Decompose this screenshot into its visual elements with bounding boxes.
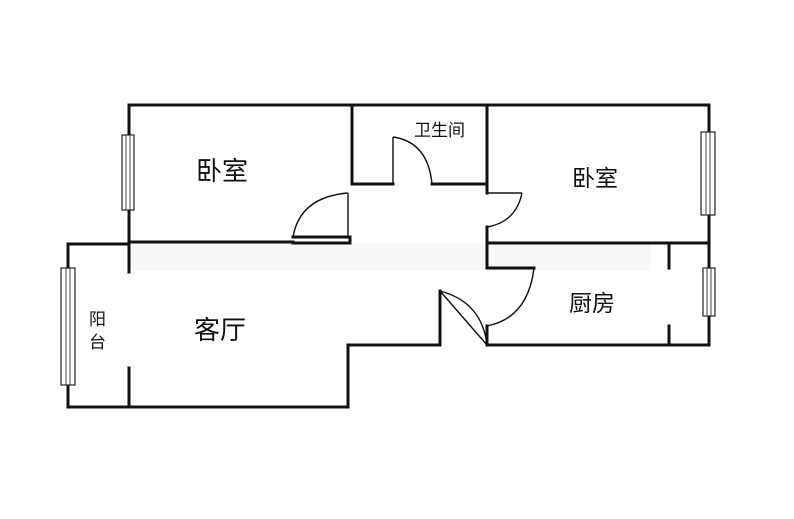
doors	[292, 136, 535, 346]
bathroom-label: 卫生间	[414, 121, 465, 141]
living-room-label: 客厅	[194, 316, 246, 346]
bedroom-right-label: 卧室	[572, 166, 618, 192]
balcony-label-top: 阳	[89, 310, 106, 330]
watermark-band	[130, 243, 650, 271]
kitchen-label: 厨房	[569, 291, 615, 317]
balcony-label-bottom: 台	[89, 333, 106, 353]
windows	[60, 131, 716, 386]
bedroom-left-label: 卧室	[196, 157, 248, 187]
